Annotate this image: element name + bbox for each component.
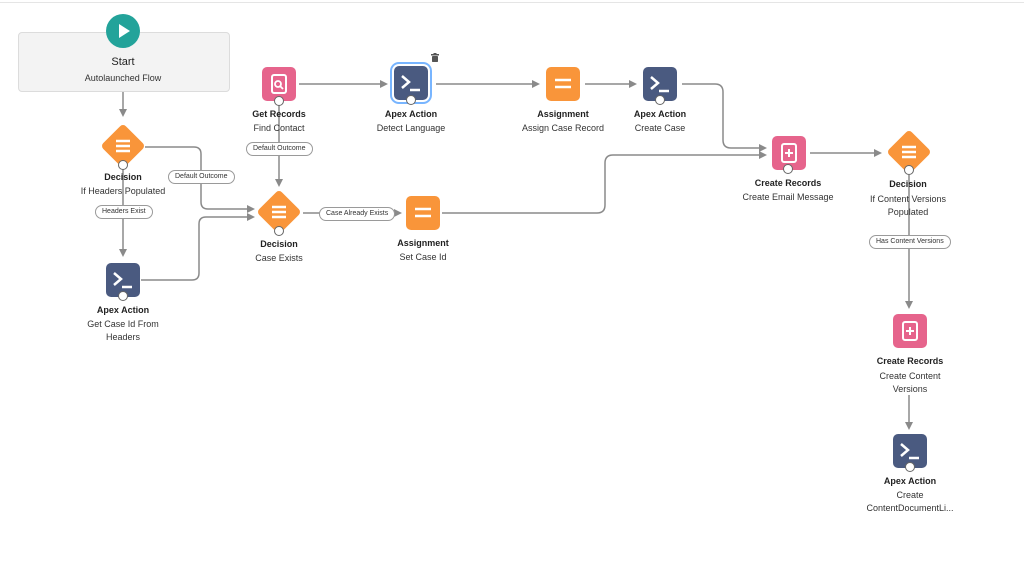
assign-case-title: Assignment [537,109,589,119]
create-cv-subtitle-2: Versions [892,384,928,394]
assign-case-subtitle: Assign Case Record [521,123,605,133]
decision-case-port[interactable] [274,226,284,236]
decision-case-title: Decision [260,239,298,249]
decision-case-subtitle: Case Exists [255,253,303,263]
decision-headers-icon[interactable] [100,123,146,169]
trash-icon[interactable] [431,53,439,62]
create-cv-title: Create Records [876,356,944,366]
apex-detect-title: Apex Action [384,109,438,119]
pill-default-outcome-get-records[interactable]: Default Outcome [246,142,313,156]
get-records-icon[interactable] [262,67,296,101]
apex-get-case-subtitle-1: Get Case Id From [87,319,159,329]
decision-cv-title: Decision [889,179,927,189]
get-records-port[interactable] [274,96,284,106]
apex-cdl-port[interactable] [905,462,915,472]
apex-cdl-icon[interactable] [893,434,927,468]
decision-headers-title: Decision [104,172,142,182]
create-email-title: Create Records [754,178,822,188]
start-title: Start [111,56,135,68]
connector-set-case-to-create-email [442,151,767,214]
assign-set-subtitle: Set Case Id [399,252,447,262]
apex-create-case-subtitle: Create Case [634,123,686,133]
create-email-port[interactable] [783,164,793,174]
apex-cdl-subtitle-1: Create [896,490,924,500]
apex-cdl-title: Apex Action [883,476,937,486]
apex-create-case-title: Apex Action [633,109,687,119]
apex-create-case-port[interactable] [655,95,665,105]
get-records-title: Get Records [252,109,306,119]
create-cv-icon[interactable] [893,314,927,348]
start-icon[interactable] [106,14,140,48]
assign-set-icon[interactable] [406,196,440,230]
apex-detect-subtitle: Detect Language [376,123,446,133]
create-email-subtitle: Create Email Message [742,192,834,202]
apex-cdl-subtitle-2: ContentDocumentLi... [866,503,954,513]
pill-default-outcome-headers[interactable]: Default Outcome [168,170,235,184]
decision-cv-port[interactable] [904,165,914,175]
decision-headers-subtitle: If Headers Populated [80,186,166,196]
decision-headers-port[interactable] [118,160,128,170]
pill-case-already-exists[interactable]: Case Already Exists [319,207,396,221]
top-divider [0,2,1024,3]
decision-cv-icon[interactable] [886,129,932,175]
decision-case-icon[interactable] [256,189,302,235]
pill-headers-exist[interactable]: Headers Exist [95,205,153,219]
get-records-subtitle: Find Contact [253,123,305,133]
pill-has-content-versions[interactable]: Has Content Versions [869,235,951,249]
apex-detect-port[interactable] [406,95,416,105]
assign-case-icon[interactable] [546,67,580,101]
connector-apex-to-create-email [682,83,767,152]
apex-get-case-title: Apex Action [96,305,150,315]
apex-detect-icon[interactable] [394,66,428,100]
decision-cv-subtitle-2: Populated [887,207,929,217]
connector-apex-get-case-to-decision [141,213,255,281]
assign-set-title: Assignment [397,238,449,248]
decision-cv-subtitle-1: If Content Versions [869,194,947,204]
apex-get-case-subtitle-2: Headers [105,332,141,342]
apex-get-case-port[interactable] [118,291,128,301]
create-cv-subtitle-1: Create Content [879,371,941,381]
start-subtitle: Autolaunched Flow [84,73,162,83]
